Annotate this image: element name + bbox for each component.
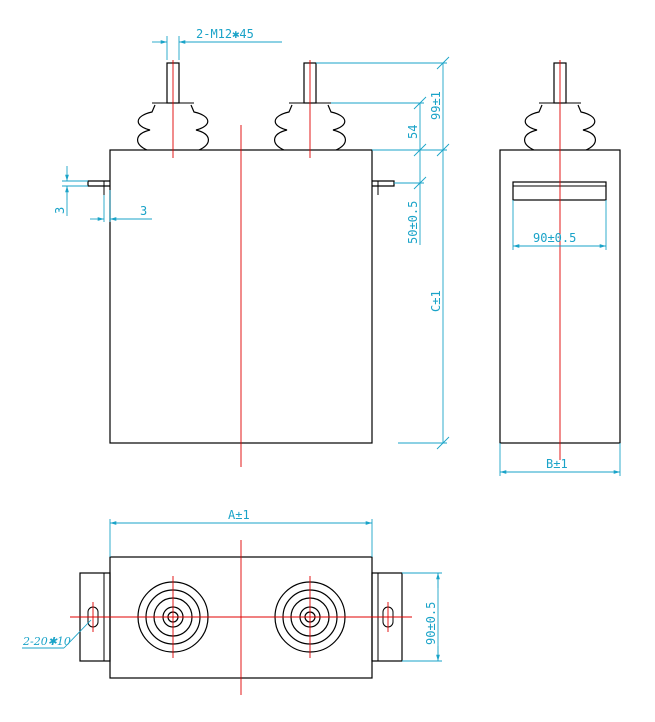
left-insulator [137, 104, 209, 151]
height-99-label: 99±1 [429, 91, 443, 120]
bracket-3-vertical-label: 3 [53, 207, 67, 214]
width-B-label: B±1 [546, 457, 568, 471]
depth-90-label: 90±0.5 [424, 602, 438, 645]
width-A-label: A±1 [228, 508, 250, 522]
top-view [70, 540, 412, 695]
slot-label: 2-20✱10 [22, 635, 71, 648]
height-54-label: 54 [406, 125, 420, 139]
side-90-label: 90±0.5 [533, 231, 576, 245]
terminal-thread-label: 2-M12✱45 [196, 27, 254, 41]
front-dimensions: 2-M12✱45 99±1 54 50±0.5 C±1 3 [53, 27, 450, 450]
side-view [499, 60, 621, 460]
side-dimensions: 90±0.5 B±1 [499, 200, 621, 476]
height-C-label: C±1 [429, 290, 443, 312]
top-dimensions: A±1 90±0.5 2-20✱10 [22, 508, 442, 662]
front-view [87, 60, 395, 467]
side-bracket [512, 181, 607, 201]
bracket-3-horizontal-label: 3 [140, 204, 147, 218]
side-insulator [524, 104, 596, 151]
front-brackets [87, 180, 395, 195]
right-insulator [274, 104, 346, 151]
height-50-label: 50±0.5 [406, 201, 420, 244]
